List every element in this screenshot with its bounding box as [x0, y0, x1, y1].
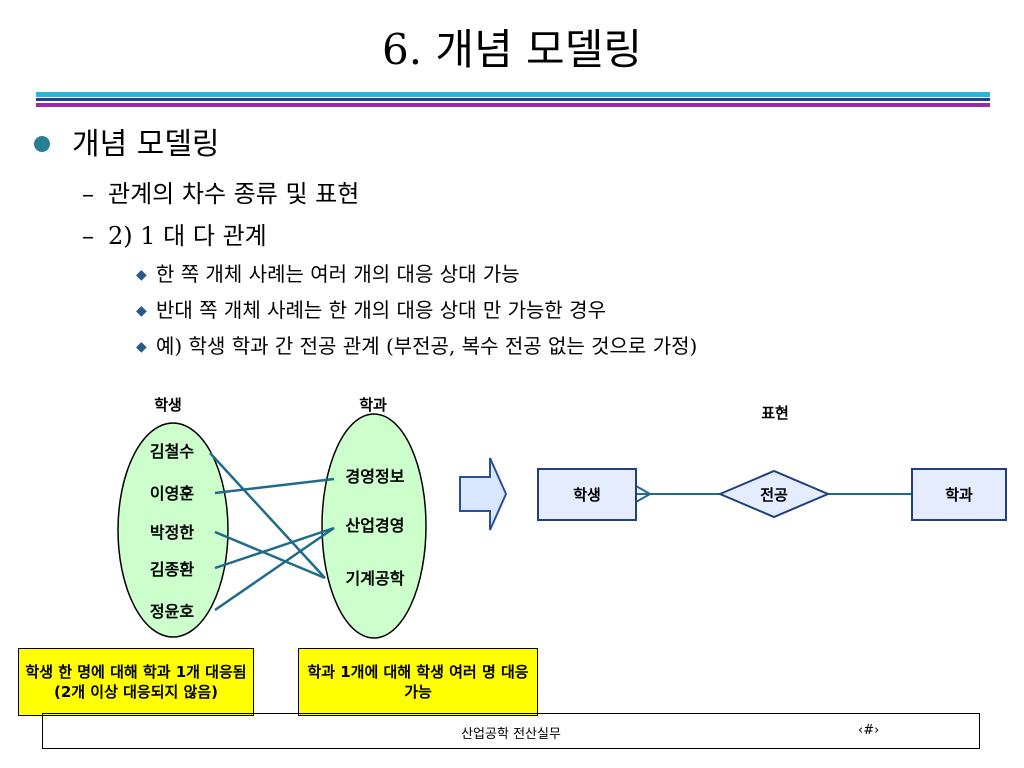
diamond-bullet-icon: ◆: [136, 267, 147, 283]
crows-foot-icon: [635, 485, 653, 503]
bullet-dot-icon: [34, 136, 50, 152]
page-number: ‹#›: [858, 723, 880, 738]
dept-item: 경영정보: [346, 467, 405, 486]
footer-text: 산업공학 전산실무: [461, 727, 561, 742]
entity-label-student: 학생: [573, 486, 601, 504]
mapping-line: [209, 452, 326, 579]
dept-set-ellipse: [321, 413, 427, 639]
bullet-level1-text: 개념 모델링: [72, 127, 220, 162]
bullet-level2-a-text: 관계의 차수 종류 및 표현: [108, 180, 360, 208]
slide-title: 6. 개념 모델링: [382, 25, 642, 74]
student-item: 정윤호: [150, 602, 194, 621]
note-left: 학생 한 명에 대해 학과 1개 대응됨 (2개 이상 대응되지 않음): [18, 648, 254, 716]
bullet-level3-2-text: 반대 쪽 개체 사례는 한 개의 대응 상대 만 가능한 경우: [156, 298, 606, 322]
block-arrow-icon: [459, 457, 508, 531]
representation-title: 표현: [761, 404, 789, 422]
dash-icon: –: [82, 180, 94, 208]
note-right: 학과 1개에 대해 학생 여러 명 대응 가능: [298, 648, 538, 716]
footer-bar: 산업공학 전산실무 ‹#›: [42, 713, 980, 749]
dept-item: 산업경영: [346, 516, 405, 535]
bullet-level3-1-text: 한 쪽 개체 사례는 여러 개의 대응 상대 가능: [156, 262, 520, 286]
title-rule-cyan: [36, 92, 990, 97]
dept-item: 기계공학: [346, 569, 405, 588]
diamond-bullet-icon: ◆: [136, 339, 147, 355]
student-item: 이영훈: [150, 484, 194, 503]
student-set-ellipse: [117, 422, 229, 638]
student-item: 박정한: [150, 523, 194, 542]
bullet-level2-a: –관계의 차수 종류 및 표현: [82, 178, 359, 210]
entity-label-dept: 학과: [945, 486, 973, 504]
bullet-level2-b: –2) 1 대 다 관계: [82, 220, 267, 252]
relationship-label: 전공: [760, 486, 788, 504]
mapping-line: [214, 526, 335, 570]
student-item: 김철수: [150, 442, 194, 461]
title-rule-purple: [36, 103, 990, 107]
relationship-diamond: [717, 469, 831, 519]
student-item: 김종환: [150, 560, 194, 579]
entity-box-student: [537, 468, 637, 521]
bullet-level3-1: ◆ 한 쪽 개체 사례는 여러 개의 대응 상대 가능: [136, 259, 520, 290]
bullet-level3-3-text: 예) 학생 학과 간 전공 관계 (부전공, 복수 전공 없는 것으로 가정): [156, 334, 698, 358]
mapping-lines: [209, 452, 335, 612]
dept-set-header: 학과: [359, 396, 387, 414]
bullet-level2-b-text: 2) 1 대 다 관계: [108, 222, 267, 250]
diamond-bullet-icon: ◆: [136, 303, 147, 319]
bullet-level3-2: ◆ 반대 쪽 개체 사례는 한 개의 대응 상대 만 가능한 경우: [136, 295, 606, 326]
dash-icon: –: [82, 222, 94, 250]
bullet-level1: 개념 모델링: [30, 125, 220, 165]
student-set-header: 학생: [154, 396, 182, 414]
mapping-line: [214, 526, 335, 612]
bullet-level3-3: ◆ 예) 학생 학과 간 전공 관계 (부전공, 복수 전공 없는 것으로 가정): [136, 331, 697, 362]
title-rule-blue: [36, 98, 990, 101]
mapping-line: [214, 477, 335, 495]
entity-box-dept: [911, 468, 1007, 521]
mapping-line: [214, 530, 326, 580]
